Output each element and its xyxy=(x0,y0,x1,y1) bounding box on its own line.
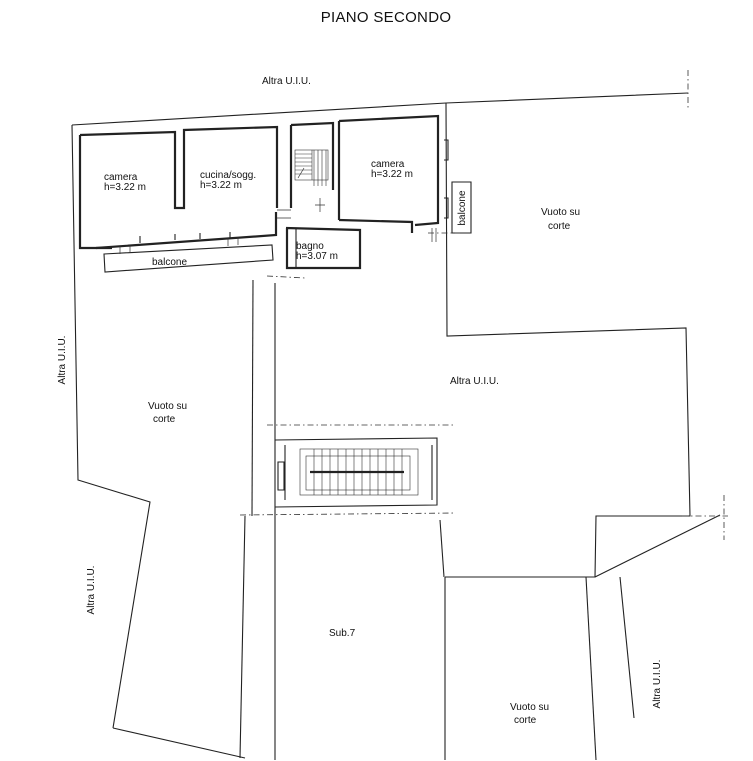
label-vuoto-left-2: corte xyxy=(153,414,176,425)
label-vuoto-left-1: Vuoto su xyxy=(148,401,187,412)
apartment-stair xyxy=(294,149,329,186)
label-bagno: bagno xyxy=(296,241,324,252)
label-vuoto-bottom-2: corte xyxy=(514,715,537,726)
label-cucina: cucina/sogg. xyxy=(200,170,256,181)
label-camera-right: camera xyxy=(371,159,405,170)
label-balcone-bottom: balcone xyxy=(152,257,187,268)
label-camera-left-height: h=3.22 m xyxy=(104,182,146,193)
label-altra-top: Altra U.I.U. xyxy=(262,76,311,87)
label-altra-left-upper: Altra U.I.U. xyxy=(57,336,68,385)
label-camera-right-height: h=3.22 m xyxy=(371,169,413,180)
central-stairwell xyxy=(239,424,457,516)
apartment-block xyxy=(78,114,472,279)
plan-title: PIANO SECONDO xyxy=(321,9,452,26)
label-cucina-height: h=3.22 m xyxy=(200,180,242,191)
label-altra-right-lower: Altra U.I.U. xyxy=(652,660,663,709)
building-outline xyxy=(71,70,728,761)
label-balcone-side: balcone xyxy=(457,190,468,225)
label-altra-left-lower: Altra U.I.U. xyxy=(86,566,97,615)
label-camera-left: camera xyxy=(104,172,138,183)
label-vuoto-right-2: corte xyxy=(548,221,571,232)
label-vuoto-right-1: Vuoto su xyxy=(541,207,580,218)
label-sub: Sub.7 xyxy=(329,628,356,639)
label-bagno-height: h=3.07 m xyxy=(296,251,338,262)
label-vuoto-bottom-1: Vuoto su xyxy=(510,702,549,713)
label-altra-center: Altra U.I.U. xyxy=(450,376,499,387)
